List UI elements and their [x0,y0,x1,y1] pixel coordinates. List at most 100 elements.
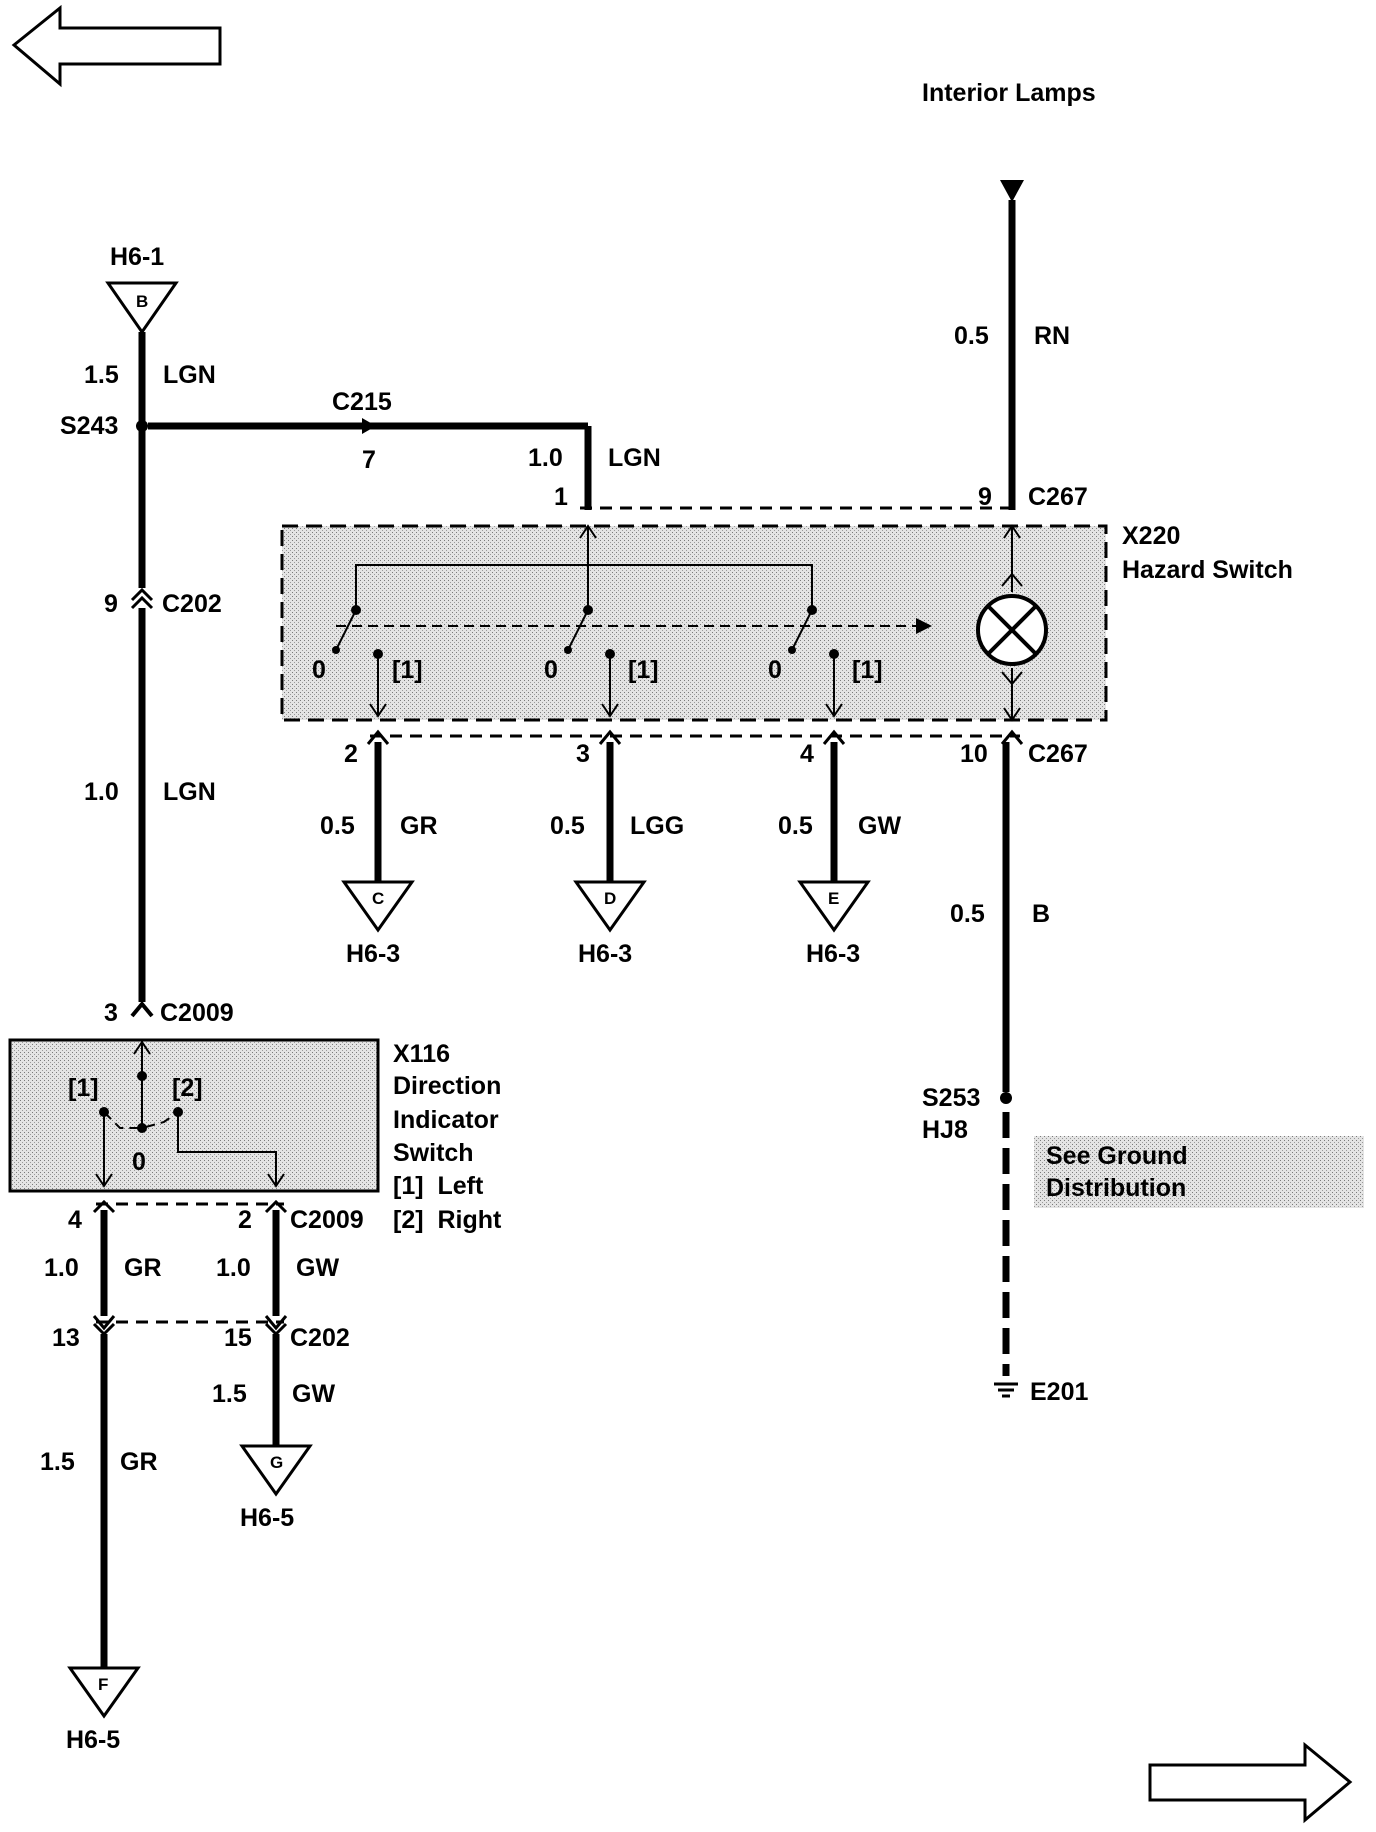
connector-triangle-d [573,880,647,933]
wire-size-gr-1-0: 1.0 [44,1254,79,1282]
hazard-pin-4: 4 [800,740,814,768]
direction-indicator-switch-box [8,1038,380,1193]
wire-size-gr: 0.5 [320,812,355,840]
wire-color-gw: GW [858,812,901,840]
hazard-switch-actuator-arrow-icon [916,618,932,634]
wire-color-lgn-down: LGN [163,778,216,806]
dir-switch-left-arrow-icon [95,1173,113,1188]
wire-feed-arrow-icon [1000,180,1024,202]
dir-switch-legend-1: [1] Left [393,1172,484,1200]
wire-size-1-0-branch: 1.0 [528,444,563,472]
hazard-pos-on-3: [1] [852,656,883,684]
splice-label-s253: S253 [922,1084,980,1112]
hazard-contact-group-2 [564,605,619,718]
splice-label-hj8: HJ8 [922,1116,968,1144]
ground-point-e201: E201 [1030,1378,1088,1406]
connector-triangle-c [341,880,415,933]
connector-c202-pin13-icon [92,1315,116,1337]
hazard-pin-3: 3 [576,740,590,768]
splice-s243-dot [136,420,148,432]
connector-label-c215: C215 [332,388,392,416]
dir-switch-top-arrow-icon [133,1040,151,1055]
hazard-pin-10: 10 [960,740,988,768]
connector-pin-3-c2009: 3 [104,999,118,1027]
connector-label-h6-3-e: H6-3 [806,940,860,968]
hazard-pos-off-2: 0 [544,656,558,684]
wire-size-1-5: 1.5 [84,361,119,389]
connector-label-h6-1: H6-1 [110,243,164,271]
connector-label-h6-3-d: H6-3 [578,940,632,968]
dir-switch-legend-2: [2] Right [393,1206,502,1234]
connector-pin2-icon [366,729,390,745]
connector-label-c2009-bottom: C2009 [290,1206,364,1234]
wire-size-lgg: 0.5 [550,812,585,840]
connector-label-c202-bottom: C202 [290,1324,350,1352]
hazard-pos-on-2: [1] [628,656,659,684]
splice-s253-dot [1000,1092,1012,1104]
dir-switch-right-lead [177,1112,277,1186]
hazard-switch-common-bus [355,564,813,608]
ground-distribution-note[interactable] [1034,1136,1364,1208]
connector-pin-7: 7 [362,446,376,474]
dir-switch-right-arrow-icon [267,1173,285,1188]
terminal-letter-d: D [604,889,616,908]
connector-label-c267-top: C267 [1028,483,1088,511]
wire-size-gr-1-5: 1.5 [40,1448,75,1476]
connector-c215-icon [362,418,376,434]
ground-note-line-2: Distribution [1046,1174,1186,1202]
wire-color-gr: GR [400,812,438,840]
ground-note-line-1: See Ground [1046,1142,1188,1170]
previous-page-arrow-icon[interactable] [11,4,222,88]
wire-color-lgg: LGG [630,812,684,840]
dir-switch-pos-off: 0 [132,1148,146,1176]
wire-color-gw-1-0: GW [296,1254,339,1282]
terminal-letter-f: F [98,1675,108,1694]
dir-switch-pos-left: [1] [68,1074,99,1102]
hazard-pos-off-1: 0 [312,656,326,684]
next-page-arrow-icon[interactable] [1148,1741,1353,1824]
dir-switch-common-dot [137,1123,147,1133]
terminal-letter-b: B [136,292,148,311]
wire-size-1-0-down: 1.0 [84,778,119,806]
hazard-pin-9: 9 [978,483,992,511]
hazard-pos-off-3: 0 [768,656,782,684]
wire-color-gr-1-5: GR [120,1448,158,1476]
hazard-switch-id: X220 [1122,522,1180,550]
wire-color-b: B [1032,900,1050,928]
hazard-pin-1: 1 [554,483,568,511]
connector-triangle-e [797,880,871,933]
wire-color-gw-1-5: GW [292,1380,335,1408]
connector-label-h6-5-f: H6-5 [66,1726,120,1754]
connector-pin-4-c2009: 4 [68,1206,82,1234]
terminal-letter-c: C [372,889,384,908]
dir-switch-pos-right: [2] [172,1074,203,1102]
dir-switch-dash-link [103,1111,179,1129]
connector-pin-9-c202: 9 [104,590,118,618]
diagram-title: Interior Lamps [922,79,1096,107]
connector-c2009-pin4-icon [92,1199,116,1214]
wire-size-gw-1-0: 1.0 [216,1254,251,1282]
dir-switch-id: X116 [393,1040,450,1068]
hazard-switch-name: Hazard Switch [1122,556,1293,584]
connector-label-c267-bottom: C267 [1028,740,1088,768]
connector-label-c202-top: C202 [162,590,222,618]
connector-triangle-g [239,1444,313,1497]
dir-switch-name-1: Direction [393,1072,501,1100]
hazard-pos-on-1: [1] [392,656,423,684]
wire-color-gr-1-0: GR [124,1254,162,1282]
connector-c202-pin15-icon [264,1315,288,1337]
connector-pin4-icon [822,729,846,745]
terminal-letter-e: E [828,889,839,908]
ground-symbol-icon [994,1382,1018,1398]
connector-pin-13-c202: 13 [52,1324,80,1352]
dir-switch-name-2: Indicator [393,1106,499,1134]
hazard-contact-group-3 [788,605,843,718]
connector-c2009-pin2-icon [264,1199,288,1214]
terminal-letter-g: G [270,1453,283,1472]
hazard-contact-group-1 [332,605,387,718]
wire-size-gw: 0.5 [778,812,813,840]
wire-size-gw-1-5: 1.5 [212,1380,247,1408]
lamp-top-arrow-icon [1001,524,1023,587]
hazard-switch-box [280,524,1108,722]
